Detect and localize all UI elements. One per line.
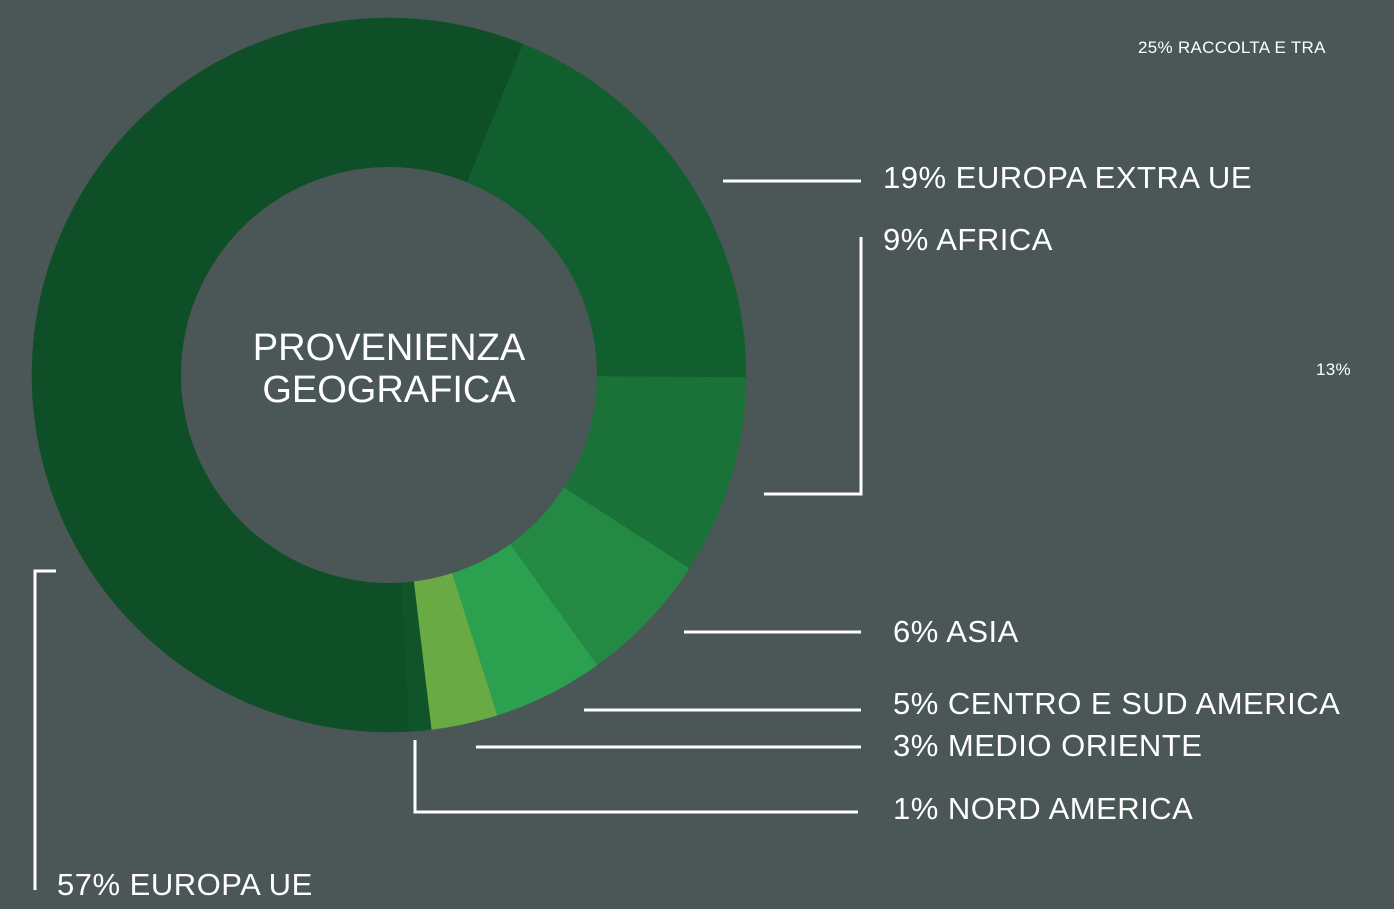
label-africa: 9% AFRICA [883,222,1053,257]
label-nord-america: 1% NORD AMERICA [893,791,1194,826]
label-medio-oriente: 3% MEDIO ORIENTE [893,728,1203,763]
label-europa-extra-ue: 19% EUROPA EXTRA UE [883,160,1252,195]
donut-hole [181,167,597,583]
leader-nord-america [413,740,858,814]
label-asia: 6% ASIA [893,614,1019,649]
right-edge-text: 13% [1316,360,1351,379]
top-right-text: 25% RACCOLTA E TRA [1138,38,1326,57]
leader-lines [33,179,863,890]
label-europa-ue: 57% EUROPA UE [57,867,313,902]
leader-africa [764,237,863,496]
chart-title-line-2: GEOGRAFICA [262,369,516,411]
label-centro-sud-america: 5% CENTRO E SUD AMERICA [893,686,1341,721]
leader-europa-ue [33,569,56,890]
chart-title-line-1: PROVENIENZA [253,327,526,369]
